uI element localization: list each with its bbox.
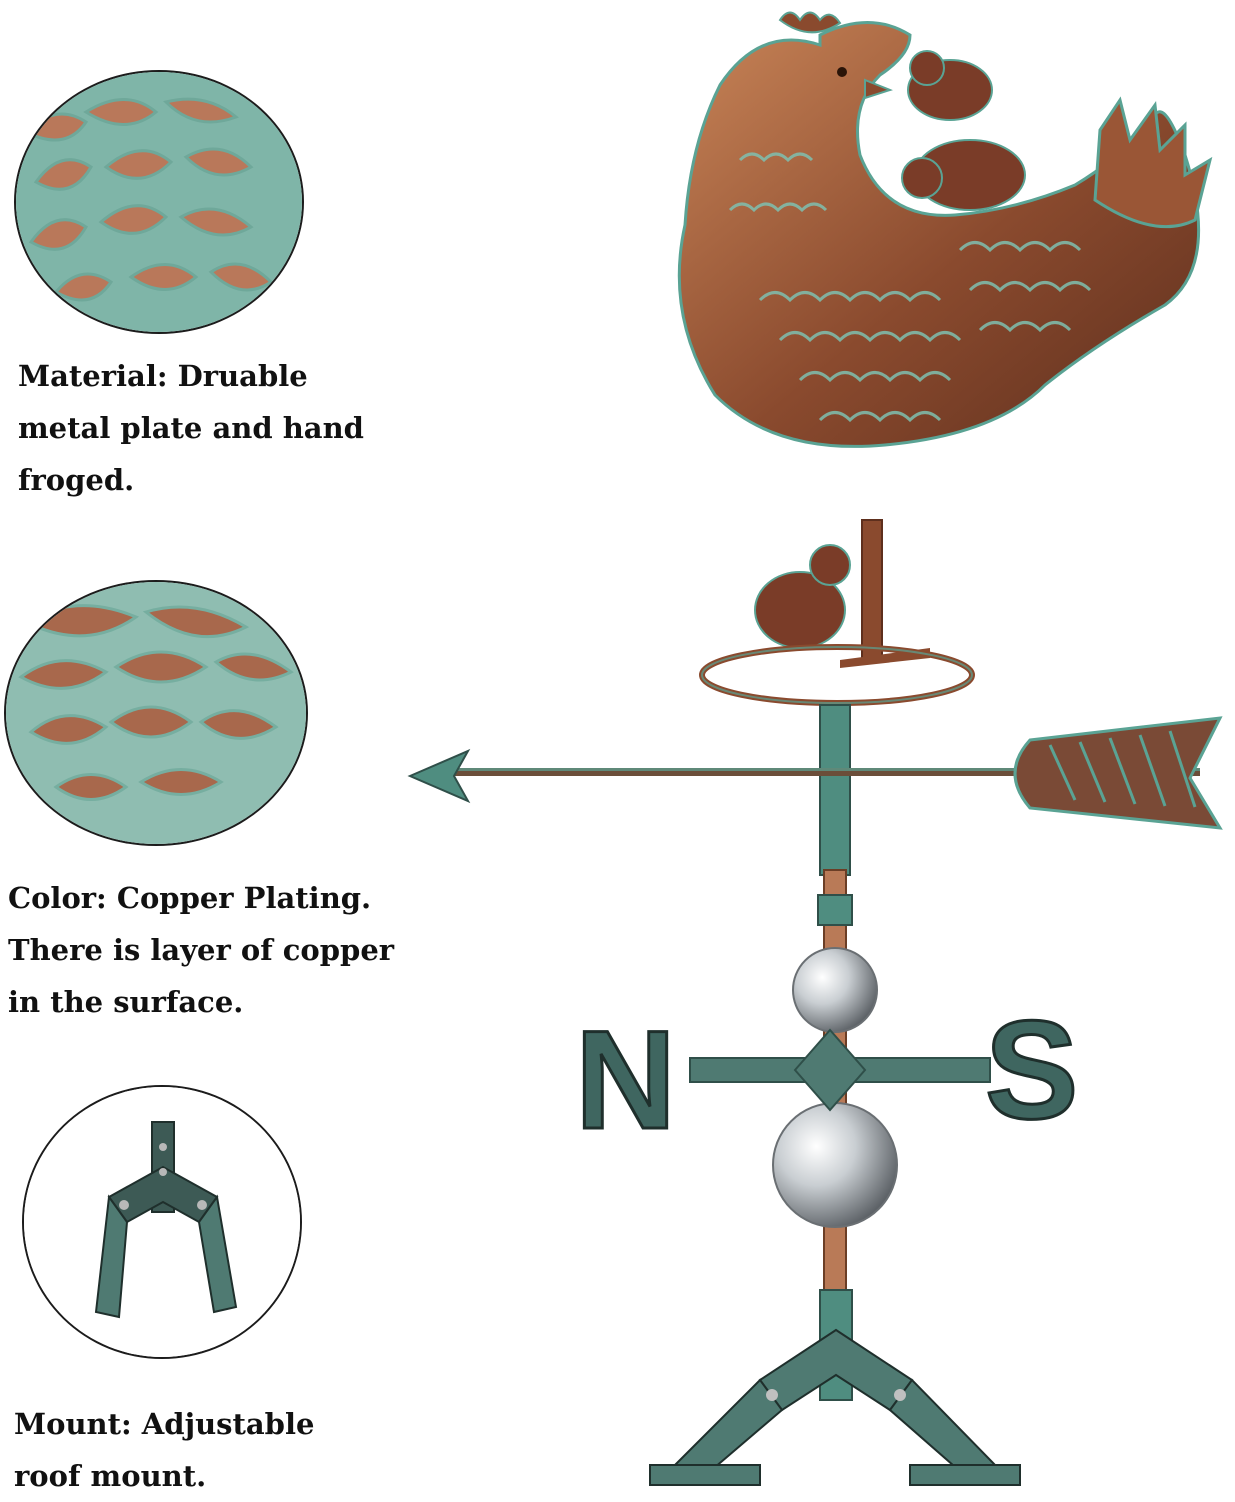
hen-figure	[677, 11, 1213, 668]
color-caption: Color: Copper Plating. There is layer of…	[8, 872, 394, 1028]
caption-line: There is layer of copper	[8, 933, 395, 967]
material-detail-photo	[14, 70, 304, 334]
caption-line: metal plate and hand	[18, 411, 364, 445]
color-detail-photo	[4, 580, 308, 846]
mount-detail-photo	[22, 1085, 302, 1359]
compass-south-letter: S	[985, 991, 1078, 1148]
roof-mount-bracket	[649, 1289, 1021, 1486]
compass-cross: N S	[574, 990, 1080, 1160]
material-caption: Material: Druable metal plate and hand f…	[18, 350, 364, 506]
arrow-pointer	[407, 716, 1223, 830]
compass-north-letter: N	[575, 1001, 676, 1158]
weathervane-product-photo: N S	[400, 0, 1235, 1500]
caption-line: Color: Copper Plating.	[8, 881, 372, 915]
caption-line: froged.	[18, 463, 135, 497]
mount-caption: Mount: Adjustable roof mount.	[14, 1398, 314, 1502]
caption-line: Mount: Adjustable	[14, 1407, 315, 1441]
caption-line: in the surface.	[8, 985, 244, 1019]
caption-line: roof mount.	[14, 1459, 207, 1493]
caption-line: Material: Druable	[18, 359, 308, 393]
